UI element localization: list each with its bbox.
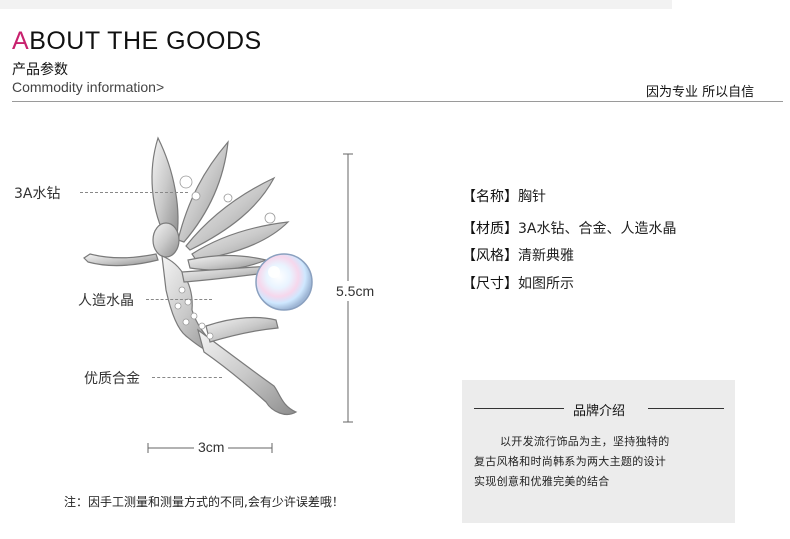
section-title: ABOUT THE GOODS	[12, 27, 262, 56]
callout-alloy: 优质合金	[84, 371, 140, 387]
callout-crystal: 人造水晶	[78, 293, 134, 309]
callout-rhinestone: 3A水钻	[14, 186, 61, 202]
brand-line-1: 以开发流行饰品为主，坚持独特的	[500, 435, 670, 448]
header-divider	[12, 101, 783, 102]
measurement-note: 注：因手工测量和测量方式的不同,会有少许误差哦！	[64, 495, 344, 509]
height-label: 5.5cm	[336, 281, 375, 301]
brand-line-2: 复古风格和时尚韩系为两大主题的设计	[474, 455, 667, 468]
brand-intro-box: 品牌介绍 以开发流行饰品为主，坚持独特的 复古风格和时尚韩系为两大主题的设计 实…	[462, 380, 735, 523]
callout-rhinestone-line	[80, 192, 188, 193]
heading-rule-left	[474, 408, 564, 409]
spec-row-name: 【名称】胸针	[462, 189, 546, 205]
brooch-image	[83, 136, 313, 415]
width-label: 3cm	[194, 439, 229, 455]
top-strip	[0, 0, 672, 9]
spec-row-size: 【尺寸】如图所示	[462, 276, 574, 292]
heading-rule-right	[648, 408, 724, 409]
spec-row-style: 【风格】清新典雅	[462, 248, 574, 264]
callout-alloy-line	[152, 377, 222, 378]
title-rest: BOUT THE GOODS	[29, 27, 262, 55]
brand-intro-title: 品牌介绍	[572, 404, 625, 419]
spec-row-material: 【材质】3A水钻、合金、人造水晶	[462, 221, 677, 237]
section-subtitle-cn: 产品参数	[12, 62, 68, 78]
brand-intro-text: 以开发流行饰品为主，坚持独特的 复古风格和时尚韩系为两大主题的设计 实现创意和优…	[474, 432, 726, 492]
brand-line-3: 实现创意和优雅完美的结合	[474, 475, 610, 488]
section-subtitle-en: Commodity information>	[12, 79, 165, 95]
brand-intro-heading: 品牌介绍	[474, 398, 724, 419]
title-accent-letter: A	[12, 27, 30, 55]
slogan: 因为专业 所以自信	[646, 85, 755, 100]
callout-crystal-line	[146, 299, 212, 300]
